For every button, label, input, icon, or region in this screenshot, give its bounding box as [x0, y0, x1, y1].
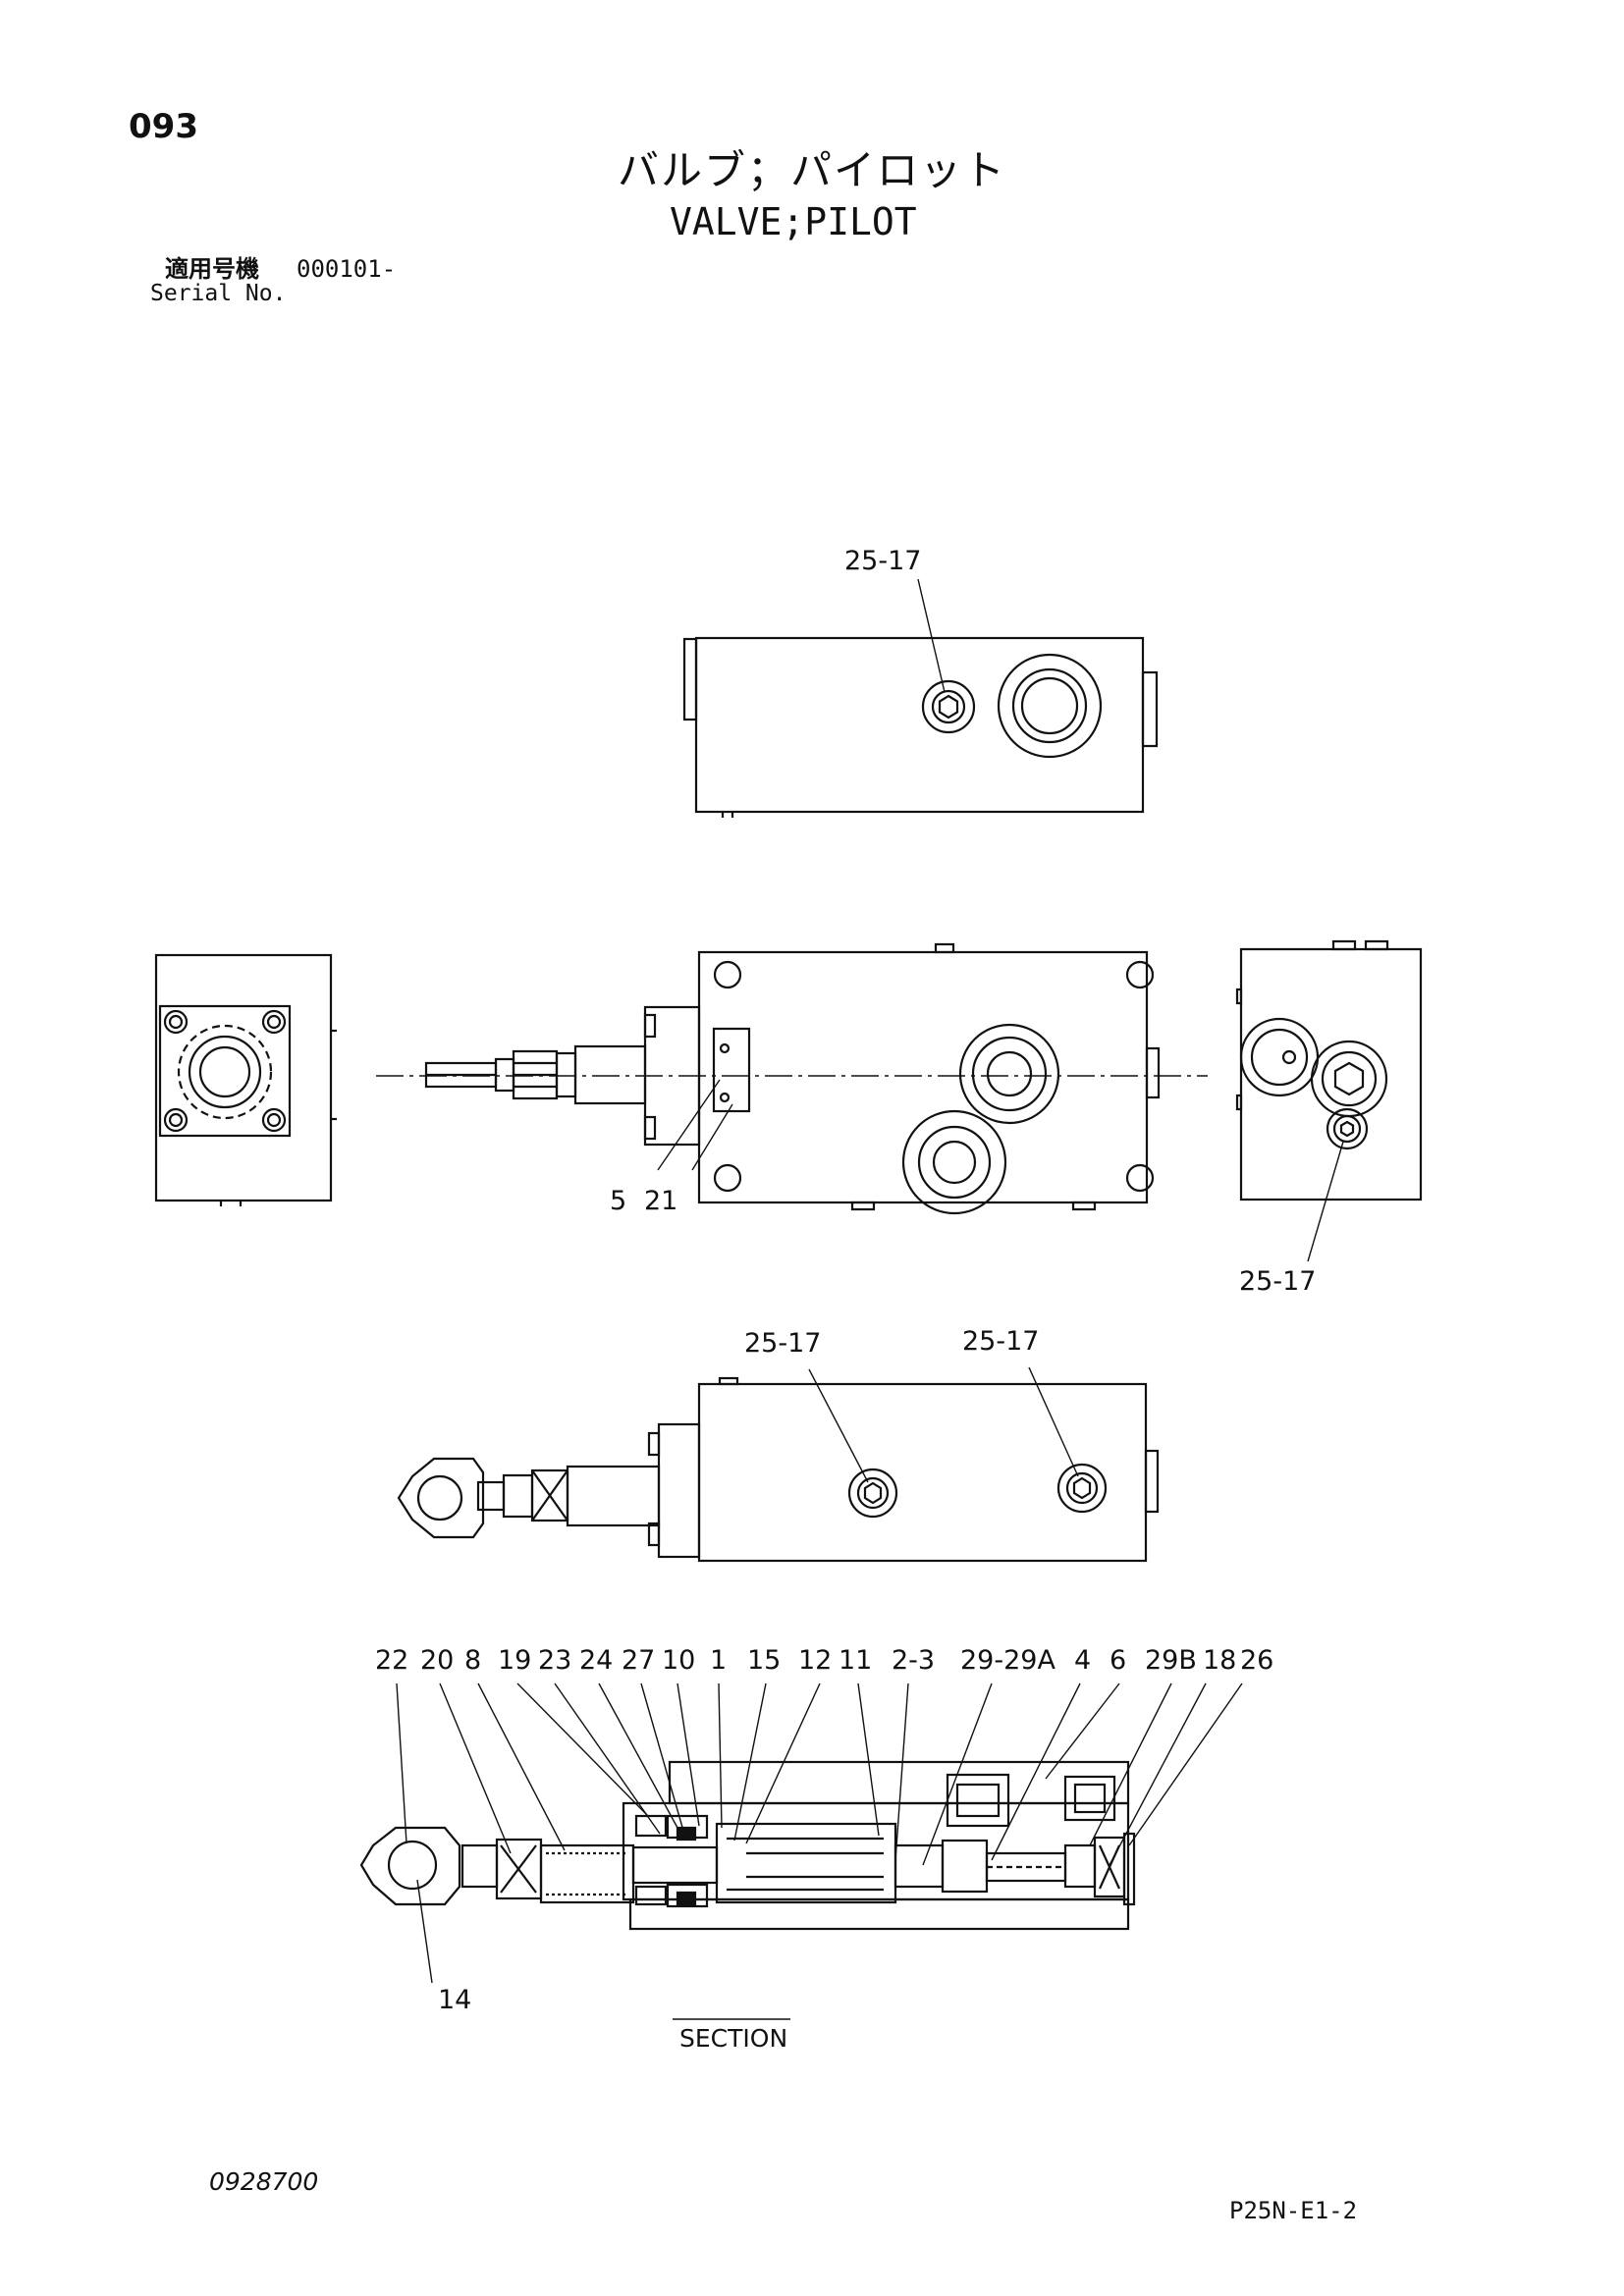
- callout-section-22: 22: [375, 1645, 408, 1676]
- right-end-view: [1235, 939, 1423, 1201]
- callout-side-view-bolt-right: 25-17: [962, 1326, 1039, 1357]
- callout-section-19: 19: [498, 1645, 531, 1676]
- callout-section-8: 8: [464, 1645, 481, 1676]
- section-label: SECTION: [679, 2024, 787, 2053]
- callout-section-4: 4: [1074, 1645, 1091, 1676]
- serial-label-english: Serial No.: [150, 281, 287, 306]
- callout-section-10: 10: [662, 1645, 695, 1676]
- callout-section-24: 24: [579, 1645, 613, 1676]
- leader-lines: [396, 578, 1344, 2020]
- page-code: P25N-E1-2: [1229, 2197, 1358, 2224]
- callout-section-6: 6: [1110, 1645, 1126, 1676]
- front-view: [376, 942, 1208, 1215]
- callout-section-23: 23: [538, 1645, 571, 1676]
- page-number: 093: [129, 107, 198, 146]
- callout-section-18: 18: [1203, 1645, 1236, 1676]
- callout-top-view-bolt: 25-17: [844, 546, 921, 576]
- callout-section-12: 12: [798, 1645, 832, 1676]
- document-number: 0928700: [209, 2167, 319, 2196]
- callout-section-1: 1: [710, 1645, 727, 1676]
- top-view: [682, 636, 1159, 818]
- callout-eye-bolt-14: 14: [438, 1985, 471, 2015]
- callout-section-15: 15: [747, 1645, 781, 1676]
- callout-front-bolt-5: 5: [610, 1186, 626, 1216]
- callout-section-11: 11: [839, 1645, 872, 1676]
- callout-section-27: 27: [622, 1645, 655, 1676]
- callout-section-29-29a: 29-29A: [960, 1645, 1056, 1676]
- callout-side-view-bolt-left: 25-17: [744, 1328, 821, 1359]
- serial-range: 000101-: [297, 255, 397, 283]
- callout-section-2-3: 2-3: [892, 1645, 935, 1676]
- serial-label-japanese: 適用号機: [165, 255, 259, 283]
- callout-section-26: 26: [1240, 1645, 1273, 1676]
- left-end-view: [154, 953, 337, 1206]
- callout-front-bolt-21: 21: [644, 1186, 677, 1216]
- page-title-english: VALVE;PILOT: [670, 200, 917, 243]
- callout-section-20: 20: [420, 1645, 454, 1676]
- callout-section-29b: 29B: [1145, 1645, 1197, 1676]
- callout-right-view-bolt: 25-17: [1239, 1266, 1316, 1297]
- page-title-japanese: バルブ；パイロット: [618, 146, 1007, 194]
- side-view: [397, 1376, 1160, 1563]
- section-view: [359, 1760, 1136, 1931]
